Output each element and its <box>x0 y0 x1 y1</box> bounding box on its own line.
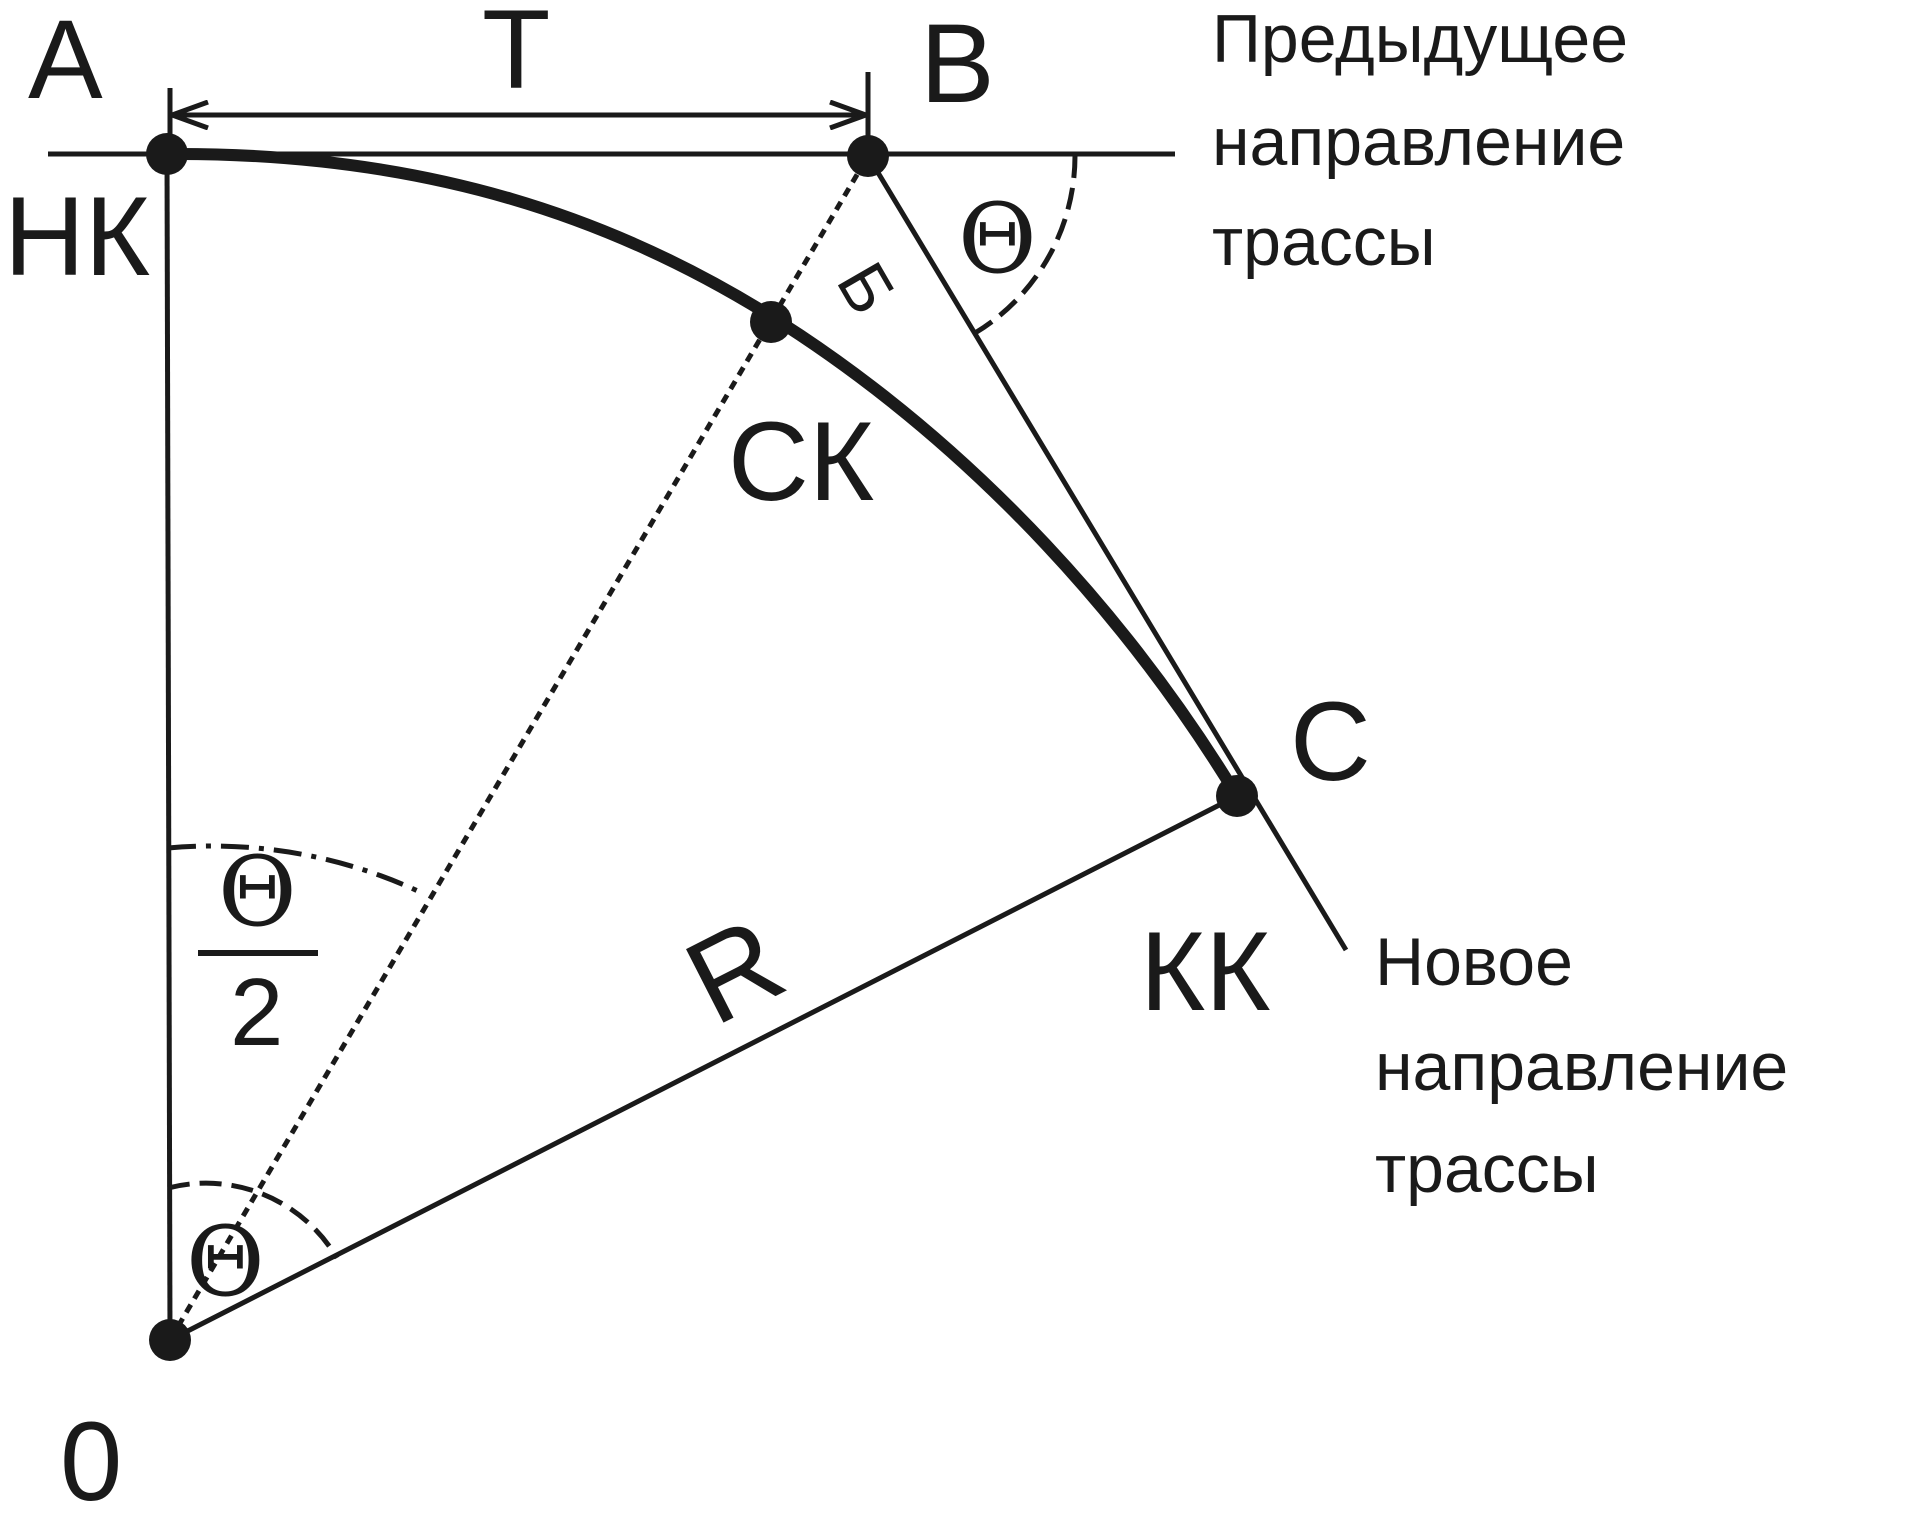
point-sk <box>750 301 792 343</box>
label-point-c: C <box>1290 679 1371 804</box>
bisector-o-b <box>167 154 871 1342</box>
new-direction-line-1: Новое <box>1375 924 1573 1000</box>
label-bisector: Б <box>822 250 910 327</box>
label-theta-b: Θ <box>958 183 1037 295</box>
point-a <box>146 133 188 175</box>
label-theta-half-denominator: 2 <box>230 959 283 1066</box>
radius-a-o <box>164 153 173 1341</box>
angle-arc-b <box>973 155 1078 336</box>
curve-arc <box>166 147 1243 800</box>
previous-direction-line-3: трассы <box>1212 204 1436 280</box>
angle-arc-o-half <box>167 843 422 895</box>
label-sk: СК <box>728 399 874 524</box>
label-kk: КК <box>1140 909 1270 1034</box>
label-point-o: 0 <box>60 1399 122 1515</box>
angle-arc-o-full <box>167 1180 340 1260</box>
radius-o-c <box>168 793 1239 1343</box>
label-tangent-t: T <box>482 0 550 112</box>
label-point-b: B <box>920 1 995 126</box>
new-direction-line <box>865 154 1349 952</box>
label-theta-o: Θ <box>186 1206 265 1318</box>
label-nk: НК <box>4 174 150 299</box>
new-direction-line-3: трассы <box>1375 1131 1599 1207</box>
point-b <box>847 135 889 177</box>
point-c <box>1216 775 1258 817</box>
previous-direction-line-1: Предыдущее <box>1212 1 1628 77</box>
label-theta-half-numerator: Θ <box>218 836 297 948</box>
label-point-a: A <box>28 0 103 122</box>
point-o <box>149 1319 191 1361</box>
new-direction-line-2: направление <box>1375 1029 1788 1105</box>
previous-direction-line-2: направление <box>1212 104 1625 180</box>
